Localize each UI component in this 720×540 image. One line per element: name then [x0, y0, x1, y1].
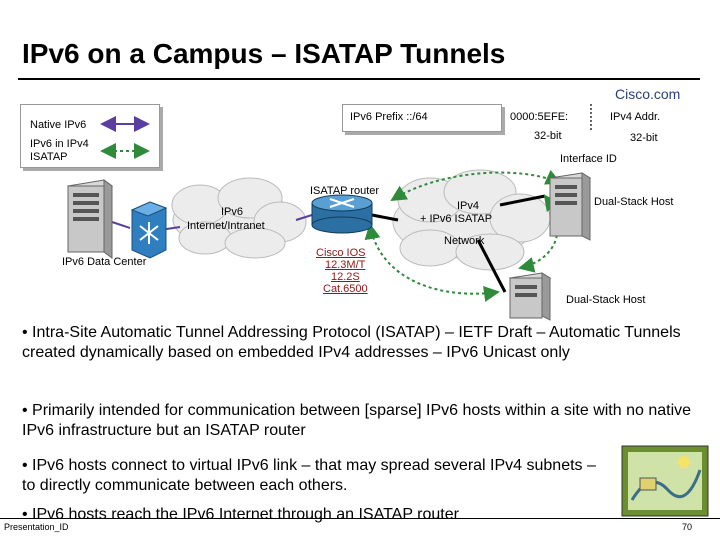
clipart-image-icon [621, 445, 709, 517]
isatap-tunnel-bottom [364, 223, 500, 302]
router-label: ISATAP router [310, 185, 380, 197]
footer-page-number: 70 [682, 522, 693, 532]
bullet-4: • IPv6 hosts reach the IPv6 Internet thr… [22, 506, 459, 523]
data-center-label: IPv6 Data Center [62, 256, 147, 268]
link-cloud-router [295, 214, 313, 221]
switch-icon [130, 201, 168, 259]
brand-label: Cisco.com [615, 86, 681, 102]
cloud-left-label-2: Internet/Intranet [187, 220, 265, 232]
bullet-3: • IPv6 hosts connect to virtual IPv6 lin… [22, 457, 596, 494]
host-top-label: Dual-Stack Host [594, 196, 674, 208]
footer-rule [0, 518, 720, 519]
router-icon [311, 194, 373, 234]
ipv6-internet-cloud [171, 177, 307, 259]
ipv6-prefix-box [342, 104, 502, 132]
page-title: IPv6 on a Campus – ISATAP Tunnels [22, 38, 506, 69]
cloud-right-label-1: IPv4 [457, 200, 480, 212]
efe-label: 0000:5EFE: [510, 111, 569, 123]
legend-isatap-label-1: IPv6 in IPv4 [30, 138, 89, 150]
ios-label-3: 12.2S [331, 271, 360, 283]
efe-segment [500, 104, 592, 130]
ios-label-1: Cisco IOS [316, 247, 366, 259]
title-divider [18, 78, 700, 80]
ipv4-addr-label: IPv4 Addr. [610, 111, 661, 123]
footer-presentation-id: Presentation_ID [4, 522, 69, 532]
ios-label-4: Cat.6500 [323, 283, 368, 295]
bits-label-1: 32-bit [534, 130, 562, 142]
cloud-left-label-1: IPv6 [221, 206, 244, 218]
legend-native-label: Native IPv6 [30, 119, 87, 131]
link-server-switch [111, 221, 131, 229]
dual-stack-host-bottom-icon [508, 272, 552, 321]
server-tower-icon [66, 179, 114, 259]
isatap-tunnel-top [390, 169, 562, 202]
bullet-2: • Primarily intended for communication b… [22, 402, 692, 439]
cloud-right-label-2: + IPv6 ISATAP [420, 213, 493, 225]
link-router-ipv4 [371, 213, 399, 222]
dual-stack-host-top-icon [548, 172, 592, 241]
host-bottom-label: Dual-Stack Host [566, 294, 646, 306]
interface-id-label: Interface ID [560, 153, 617, 165]
ipv6-prefix-label: IPv6 Prefix ::/64 [350, 111, 428, 123]
bullet-1: • Intra-Site Automatic Tunnel Addressing… [22, 324, 681, 361]
legend-isatap-label-2: ISATAP [30, 151, 68, 163]
bits-label-2: 32-bit [630, 132, 658, 144]
cloud-right-label-3: Network [444, 235, 485, 247]
ios-label-2: 12.3M/T [325, 259, 366, 271]
